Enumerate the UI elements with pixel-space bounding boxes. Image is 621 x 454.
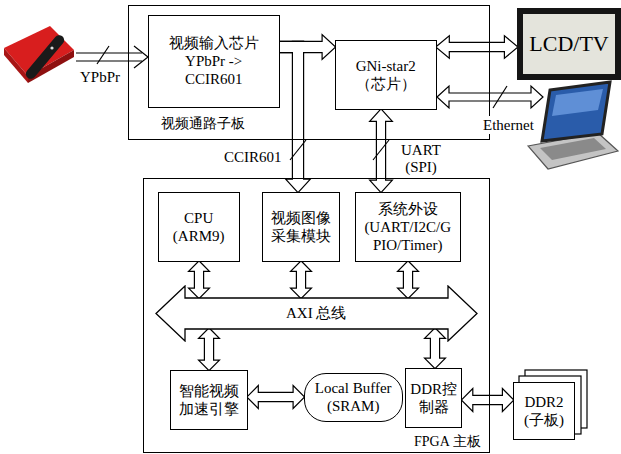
arrow-head bbox=[134, 46, 148, 68]
chip-box: GNi-star2 （芯片） bbox=[335, 40, 437, 110]
memory-board: DDR2 (子板) bbox=[513, 382, 575, 440]
memory-box: Local Buffer (SRAM) bbox=[304, 373, 403, 422]
laptop-screen-glare bbox=[552, 89, 603, 116]
board-outline: FPGA 主板 CPU (ARM9) 视频图像采集模块系统外设 (UART/I2C/… bbox=[143, 178, 490, 453]
connector-fill bbox=[287, 42, 309, 192]
connector-outline bbox=[437, 37, 517, 57]
label-holder: YPbPr bbox=[80, 68, 120, 86]
connector-fill bbox=[462, 390, 513, 410]
node-label: DDR2 (子板) bbox=[522, 393, 567, 429]
board-label: FPGA 主板 bbox=[414, 434, 481, 451]
bus-slash bbox=[97, 46, 109, 64]
node-label: CPU (ARM9) bbox=[169, 209, 229, 245]
node-label: 系统外设 (UART/I2C/GPIO/Timer) bbox=[362, 200, 454, 254]
node-label: GNi-star2 （芯片） bbox=[346, 57, 426, 93]
module-box: 智能视频加速引擎 bbox=[170, 370, 248, 430]
connector-outline bbox=[190, 262, 208, 298]
edge-label-holder: UART (SPI) bbox=[396, 142, 446, 175]
edge-label-holder: CCIR601 bbox=[222, 148, 284, 166]
remote-button bbox=[50, 46, 53, 49]
module-box: 视频图像采集模块 bbox=[262, 192, 340, 262]
module-box: CPU (ARM9) bbox=[158, 192, 240, 262]
connector-fill bbox=[200, 329, 218, 370]
connector-fill bbox=[399, 262, 417, 298]
connector-fill bbox=[371, 110, 391, 192]
connector-outline bbox=[399, 262, 417, 298]
signal-label: Ethernet bbox=[481, 116, 536, 134]
connector-outline bbox=[292, 262, 310, 298]
connector-fill bbox=[292, 262, 310, 298]
connector-fill bbox=[190, 262, 208, 298]
connector-fill bbox=[248, 387, 304, 407]
connector-fill bbox=[437, 37, 517, 57]
module-box: 系统外设 (UART/I2C/GPIO/Timer) bbox=[355, 192, 461, 262]
remote-control bbox=[24, 33, 66, 81]
connector-outline bbox=[426, 329, 444, 368]
signal-label: UART (SPI) bbox=[396, 142, 446, 175]
bus-slash bbox=[290, 140, 306, 160]
bus-arrow-shape bbox=[156, 286, 477, 341]
bus-arrow: AXI 总线 bbox=[155, 285, 478, 342]
signal-label: CCIR601 bbox=[222, 148, 284, 166]
signal-line bbox=[76, 60, 142, 61]
node-label: 智能视频加速引擎 bbox=[178, 382, 240, 418]
node-label: DDR控制器 bbox=[410, 380, 457, 416]
module-box: DDR控制器 bbox=[405, 368, 462, 428]
connector-outline bbox=[248, 387, 304, 407]
connector-outline bbox=[462, 390, 513, 410]
node-label: 视频输入芯片 YPbPr -> CCIR601 bbox=[161, 34, 266, 88]
connector-outline bbox=[280, 36, 335, 58]
connector-outline bbox=[287, 42, 309, 192]
bus-slash bbox=[493, 86, 507, 108]
signal-line bbox=[76, 52, 142, 53]
ethernet-arrow bbox=[437, 86, 543, 108]
node-label: Local Buffer (SRAM) bbox=[311, 379, 396, 415]
node-label: LCD/TV bbox=[529, 31, 608, 57]
set-top-box-side bbox=[4, 48, 28, 83]
bus-slash bbox=[373, 140, 389, 160]
signal-label: YPbPr bbox=[80, 68, 120, 86]
node-label: AXI 总线 bbox=[286, 304, 346, 322]
chip-box: 视频输入芯片 YPbPr -> CCIR601 bbox=[148, 15, 280, 108]
display-screen: LCD/TV bbox=[517, 8, 621, 80]
connector-fill bbox=[280, 36, 335, 58]
label-holder: Ethernet bbox=[481, 116, 536, 134]
laptop-screen bbox=[542, 82, 610, 141]
board-label: 视频通路子板 bbox=[161, 116, 245, 133]
board-outline: 视频通路子板 视频输入芯片 YPbPr -> CCIR601 GNi-star2 （… bbox=[128, 5, 490, 140]
connector-fill bbox=[426, 329, 444, 368]
connector-outline bbox=[200, 329, 218, 370]
connector-outline bbox=[371, 110, 391, 192]
node-label: 视频图像采集模块 bbox=[270, 209, 332, 245]
